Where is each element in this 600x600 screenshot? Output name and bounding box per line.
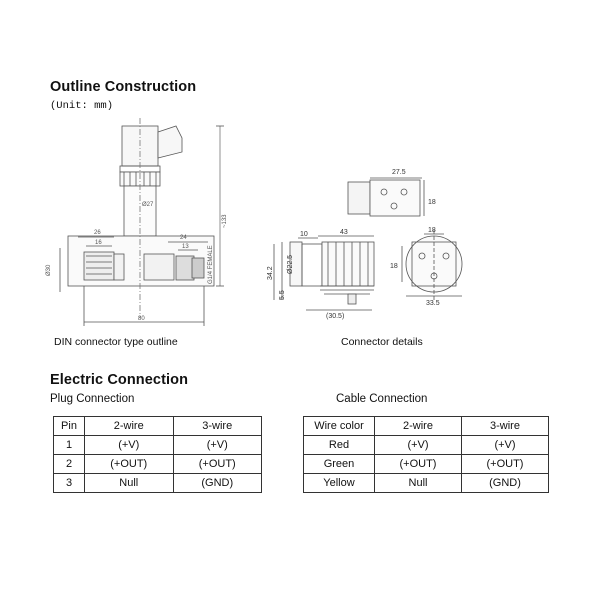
dim-13: 13 <box>182 244 189 250</box>
dim-26: 26 <box>94 230 101 236</box>
dim-80: 80 <box>138 316 145 322</box>
connector-caption: Connector details <box>341 336 423 348</box>
dim-5-5: 5.5 <box>279 290 286 300</box>
table-cell: Null <box>84 473 174 493</box>
cable-label: Cable Connection <box>336 393 428 405</box>
plug-table: Pin 2-wire 3-wire 1 (+V) (+V) 2 (+OUT) (… <box>53 416 262 493</box>
dim-33-5: 33.5 <box>426 300 440 307</box>
dim-24: 24 <box>180 235 187 241</box>
table-cell: (+OUT) <box>172 454 262 474</box>
din-outline-drawing: Ø27 ~133 26 16 24 13 80 Ø30 G1/4 FEMALE <box>46 118 228 326</box>
table-row: 1 (+V) (+V) <box>53 435 262 455</box>
dim-34-2: 34.2 <box>267 266 274 280</box>
table-header-cell: 3-wire <box>461 416 549 436</box>
table-header-cell: 3-wire <box>172 416 262 436</box>
table-header-row: Pin 2-wire 3-wire <box>53 416 262 436</box>
dim-16: 16 <box>95 240 102 246</box>
unit-note: (Unit: mm) <box>50 100 114 112</box>
connector-details-drawing: 27.5 18 10 43 Ø22.5 34.2 5.5 (30.5) 18 1… <box>267 169 463 320</box>
dim-27-5: 27.5 <box>392 169 406 176</box>
table-cell: Null <box>374 473 462 493</box>
table-header-cell: Wire color <box>303 416 375 436</box>
table-cell: (+OUT) <box>84 454 174 474</box>
table-row: Red (+V) (+V) <box>303 435 549 455</box>
electric-title: Electric Connection <box>50 372 189 388</box>
table-cell: Green <box>303 454 375 474</box>
dim-18-c: 18 <box>390 263 398 270</box>
dim-thread: G1/4 FEMALE <box>208 245 214 284</box>
table-cell: 1 <box>53 435 85 455</box>
table-cell: (GND) <box>461 473 549 493</box>
plug-label: Plug Connection <box>50 393 135 405</box>
dim-30-5: (30.5) <box>326 313 344 320</box>
table-header-cell: 2-wire <box>84 416 174 436</box>
table-cell: (GND) <box>172 473 262 493</box>
dim-total: ~133 <box>222 214 228 228</box>
table-cell: Yellow <box>303 473 375 493</box>
table-row: 3 Null (GND) <box>53 473 262 493</box>
dim-43: 43 <box>340 229 348 236</box>
table-header-cell: Pin <box>53 416 85 436</box>
outline-title: Outline Construction <box>50 79 197 95</box>
table-header-row: Wire color 2-wire 3-wire <box>303 416 549 436</box>
dim-10: 10 <box>300 231 308 238</box>
din-caption: DIN connector type outline <box>54 336 178 348</box>
cable-table: Wire color 2-wire 3-wire Red (+V) (+V) G… <box>303 416 549 493</box>
table-row: 2 (+OUT) (+OUT) <box>53 454 262 474</box>
table-row: Green (+OUT) (+OUT) <box>303 454 549 474</box>
dim-d22-5: Ø22.5 <box>287 255 294 274</box>
table-header-cell: 2-wire <box>374 416 462 436</box>
dim-d30: Ø30 <box>46 264 52 276</box>
dim-18-a: 18 <box>428 199 436 206</box>
dim-18-b: 18 <box>428 227 436 234</box>
table-cell: 3 <box>53 473 85 493</box>
table-cell: (+V) <box>84 435 174 455</box>
table-cell: (+V) <box>172 435 262 455</box>
table-cell: (+V) <box>374 435 462 455</box>
table-row: Yellow Null (GND) <box>303 473 549 493</box>
table-cell: (+V) <box>461 435 549 455</box>
table-cell: (+OUT) <box>374 454 462 474</box>
dim-d27: Ø27 <box>142 202 154 208</box>
table-cell: (+OUT) <box>461 454 549 474</box>
table-cell: 2 <box>53 454 85 474</box>
table-cell: Red <box>303 435 375 455</box>
